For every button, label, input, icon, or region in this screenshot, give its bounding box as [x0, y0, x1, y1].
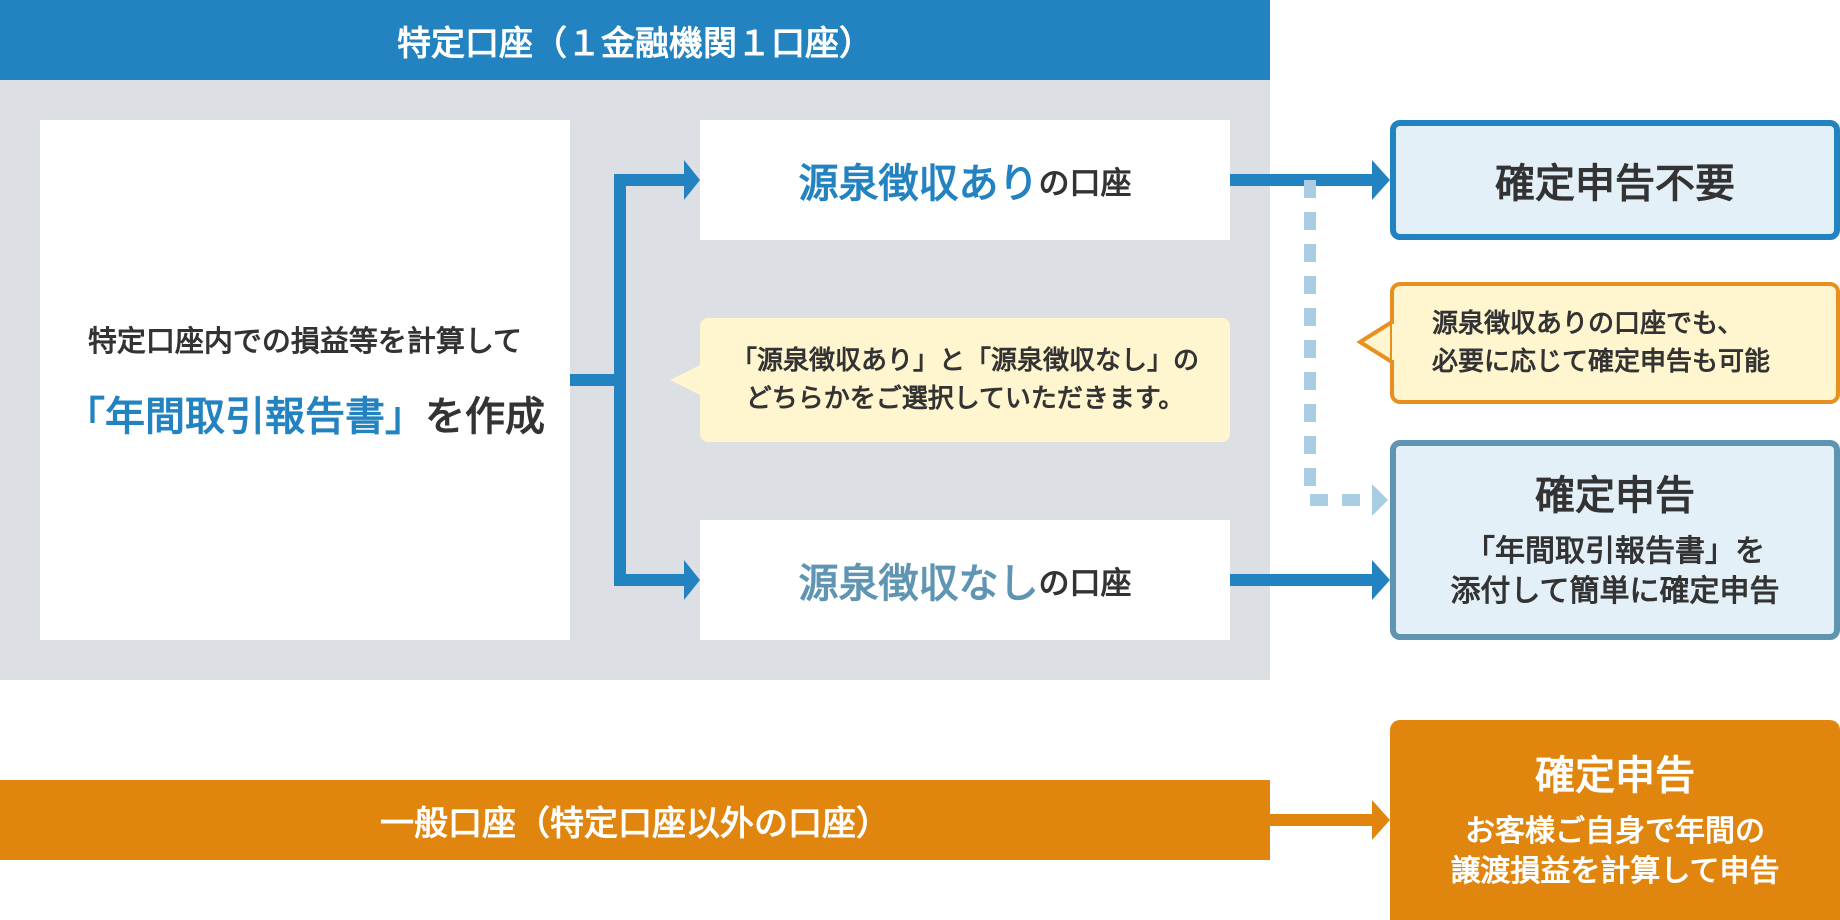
result-general-line2: 譲渡損益を計算して申告: [1450, 854, 1780, 889]
specific-account-header: 特定口座（１金融機関１口座）: [0, 0, 1270, 80]
result-no-filing-title: 確定申告不要: [1495, 161, 1735, 207]
no-withholding-account-box: 源泉徴収なしの口座: [700, 520, 1230, 640]
choice-callout-line1: 「源泉徴収あり」と「源泉徴収なし」の: [730, 346, 1199, 376]
result-general-title: 確定申告: [1535, 753, 1695, 799]
optional-callout-pointer: [1356, 318, 1394, 366]
annual-report-highlight: 「年間取引報告書」: [65, 394, 425, 440]
result-general-line1: お客様ご自身で年間の: [1464, 814, 1765, 849]
general-account-title: 一般口座（特定口座以外の口座）: [380, 803, 890, 844]
no-withholding-account-label: 源泉徴収なし: [798, 561, 1039, 607]
result-general-description: お客様ご自身で年間の 譲渡損益を計算して申告: [1450, 812, 1779, 892]
arrowhead-no-filing: [1372, 160, 1390, 200]
specific-account-header-title: 特定口座（１金融機関１口座）: [397, 23, 873, 64]
general-account-bar: 一般口座（特定口座以外の口座）: [0, 780, 1270, 860]
result-filing-line1: 「年間取引報告書」を: [1464, 534, 1765, 569]
withholding-account-label: 源泉徴収あり: [798, 161, 1039, 207]
result-no-filing-box: 確定申告不要: [1390, 120, 1840, 240]
optional-filing-dashed-line: [1304, 180, 1372, 506]
arrowhead-to-withholding: [684, 160, 700, 200]
result-filing-title: 確定申告: [1535, 473, 1695, 519]
arrowhead-filing: [1372, 560, 1390, 600]
optional-filing-line2: 必要に応じて確定申告も可能: [1432, 347, 1771, 377]
optional-filing-arrowhead: [1372, 484, 1388, 516]
calculation-text: 特定口座内での損益等を計算して: [87, 324, 523, 358]
result-filing-box: 確定申告 「年間取引報告書」を 添付して簡単に確定申告: [1390, 440, 1840, 640]
branch-split-line: [614, 174, 684, 586]
no-withholding-account-suffix: の口座: [1038, 565, 1132, 602]
arrowhead-general-filing: [1372, 800, 1390, 840]
optional-callout-pointer-mask: [1392, 324, 1398, 360]
optional-filing-line1: 源泉徴収ありの口座でも、: [1432, 309, 1744, 339]
arrowhead-to-no-withholding: [684, 560, 700, 600]
result-general-box: 確定申告 お客様ご自身で年間の 譲渡損益を計算して申告: [1390, 720, 1840, 920]
annual-report-suffix: を作成: [425, 394, 545, 440]
withholding-account-suffix: の口座: [1038, 165, 1132, 202]
withholding-account-box: 源泉徴収ありの口座: [700, 120, 1230, 240]
calculation-box: 特定口座内での損益等を計算して 「年間取引報告書」を作成: [40, 120, 570, 640]
result-filing-description: 「年間取引報告書」を 添付して簡単に確定申告: [1450, 532, 1779, 612]
annual-report-text: 「年間取引報告書」を作成: [65, 384, 545, 442]
result-filing-line2: 添付して簡単に確定申告: [1450, 574, 1780, 609]
choice-callout-line2: どちらかをご選択していただきます。: [745, 384, 1185, 414]
choice-callout: 「源泉徴収あり」と「源泉徴収なし」の どちらかをご選択していただきます。: [670, 318, 1230, 442]
optional-filing-callout: 源泉徴収ありの口座でも、 必要に応じて確定申告も可能: [1390, 282, 1840, 404]
